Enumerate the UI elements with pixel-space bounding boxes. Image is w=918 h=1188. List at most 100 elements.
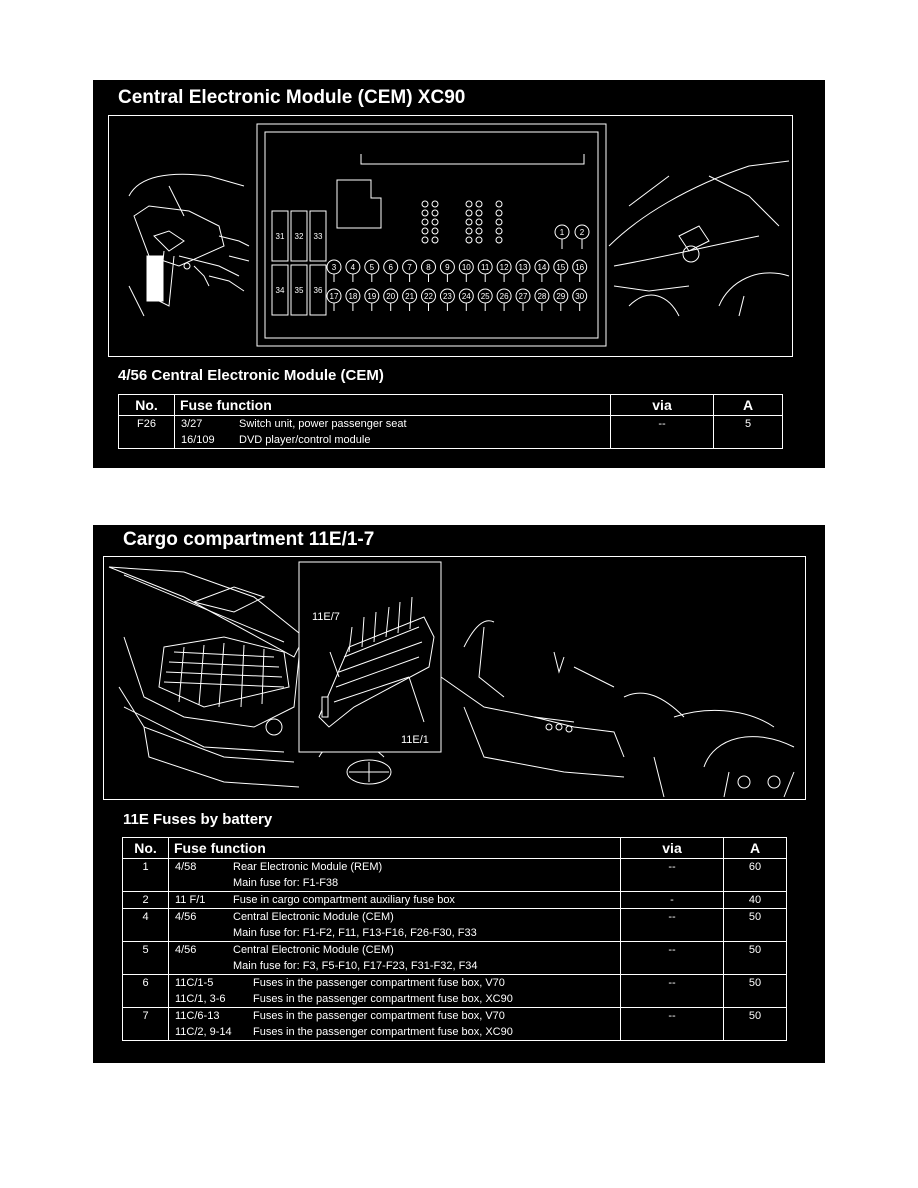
connector-pin: [421, 218, 429, 226]
cem-table-title: 4/56 Central Electronic Module (CEM): [118, 367, 384, 384]
fuse-number-cell: 1: [122, 858, 169, 892]
amperage-cell: 40: [723, 891, 787, 909]
fuse-number: 5: [370, 263, 375, 272]
car-rear-illustration: [108, 566, 392, 788]
table-header: No. Fuse function via A: [118, 394, 783, 416]
fuse-number: 2: [580, 228, 585, 237]
relay-slot: [271, 210, 289, 262]
dashboard-left-illustration: [128, 173, 250, 317]
fuse-number: 11: [481, 263, 490, 272]
fuse-number: 3: [332, 263, 337, 272]
cargo-panel-title: Cargo compartment 11E/1-7: [123, 529, 375, 550]
connector-pin: [495, 209, 503, 217]
fuse-number-cell: F26: [118, 415, 175, 449]
fuse-number-cell: 6: [122, 974, 169, 1008]
fuse-number: 1: [560, 228, 565, 237]
via-value: -: [670, 894, 674, 906]
connector-pin: [475, 209, 483, 217]
via-cell: --: [620, 1007, 724, 1041]
component-code: 4/56: [175, 911, 197, 923]
via-cell: --: [610, 415, 714, 449]
fuse-number: 29: [556, 292, 565, 301]
cem-panel-title: Central Electronic Module (CEM) XC90: [118, 87, 466, 108]
col-header-via: via: [610, 394, 714, 416]
fuse-number: 12: [500, 263, 509, 272]
cargo-compartment-diagram: 11E/7 11E/1: [108, 561, 795, 798]
via-cell: --: [620, 858, 724, 892]
relay-slot: [309, 264, 327, 316]
fuse-number: 28: [537, 292, 546, 301]
amperage-cell: 5: [713, 415, 783, 449]
fuse-number-cell: 2: [122, 891, 169, 909]
via-value: -: [672, 861, 676, 873]
component-description: DVD player/control module: [239, 434, 371, 446]
connector-pin: [431, 236, 439, 244]
car-rear-right-illustration: [440, 620, 795, 798]
relay-slot: [290, 210, 308, 262]
amperage-cell: 50: [723, 908, 787, 942]
via-cell: --: [620, 908, 724, 942]
fuse-number: 22: [424, 292, 433, 301]
fuse-number: 20: [386, 292, 395, 301]
callout-11e1: 11E/1: [401, 734, 429, 746]
col-header-amp: A: [723, 837, 787, 859]
col-header-no: No.: [118, 394, 175, 416]
connector-pin: [495, 227, 503, 235]
connector-pin: [465, 200, 473, 208]
component-code: 11C/6-13: [175, 1010, 220, 1022]
connector-pin: [495, 218, 503, 226]
component-description: Main fuse for: F3, F5-F10, F17-F23, F31-…: [233, 960, 478, 972]
connector-pin: [421, 209, 429, 217]
connector-pin: [421, 227, 429, 235]
connector-pin: [465, 209, 473, 217]
cargo-table-title: 11E Fuses by battery: [123, 811, 273, 828]
connector-pin: [431, 200, 439, 208]
relay-slot: [290, 264, 308, 316]
fuse-number: 15: [556, 263, 565, 272]
connector-pin: [495, 236, 503, 244]
amperage-cell: 50: [723, 974, 787, 1008]
component-description: Fuses in the passenger compartment fuse …: [253, 993, 513, 1005]
via-value: -: [668, 977, 672, 989]
col-header-no: No.: [122, 837, 169, 859]
via-value: -: [672, 977, 676, 989]
amperage-cell: 50: [723, 1007, 787, 1041]
connector-pin: [421, 200, 429, 208]
fuse-number: 19: [367, 292, 376, 301]
via-value: -: [668, 861, 672, 873]
component-code: 16/109: [181, 434, 215, 446]
relay-label: 32: [295, 232, 304, 241]
col-header-function: Fuse function: [168, 837, 621, 859]
component-description: Central Electronic Module (CEM): [233, 911, 394, 923]
component-description: Rear Electronic Module (REM): [233, 861, 383, 873]
fuse-number: 8: [426, 263, 431, 272]
cem-panel: Central Electronic Module (CEM) XC90: [93, 80, 825, 468]
relay-label: 36: [314, 286, 323, 295]
via-value: -: [668, 1010, 672, 1022]
fuse-number: 21: [405, 292, 414, 301]
via-value: -: [672, 944, 676, 956]
fuse-number: 25: [481, 292, 490, 301]
col-header-via: via: [620, 837, 724, 859]
via-cell: --: [620, 941, 724, 975]
fuse-number: 30: [575, 292, 584, 301]
via-value: -: [658, 418, 662, 430]
connector-pin: [431, 227, 439, 235]
fuse-box-detail-inset: [298, 561, 442, 753]
component-description: Fuses in the passenger compartment fuse …: [253, 1026, 513, 1038]
cargo-panel: Cargo compartment 11E/1-7: [93, 525, 825, 1063]
